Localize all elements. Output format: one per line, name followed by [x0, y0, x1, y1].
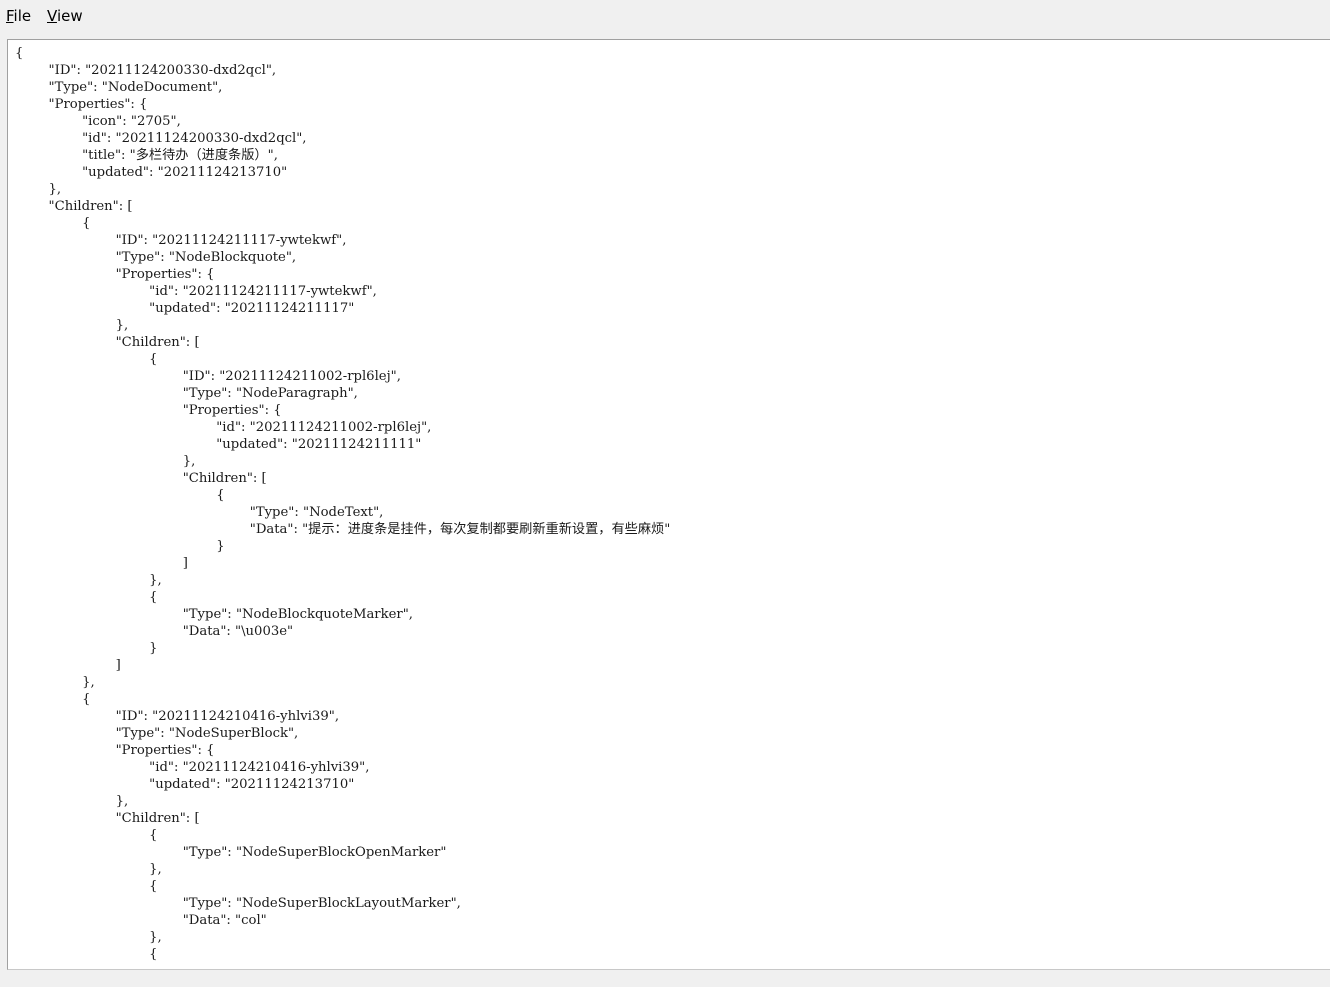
menu-file-mnemonic: F: [6, 7, 14, 25]
menu-file[interactable]: File: [4, 7, 33, 25]
text-editor[interactable]: { "ID": "20211124200330-dxd2qcl", "Type"…: [7, 39, 1330, 970]
menu-view-label: iew: [56, 7, 83, 25]
menu-file-label: ile: [13, 7, 32, 25]
menu-view[interactable]: View: [45, 7, 85, 25]
menu-view-mnemonic: V: [47, 7, 57, 25]
menu-bar: File View: [0, 0, 1330, 34]
editor-content[interactable]: { "ID": "20211124200330-dxd2qcl", "Type"…: [15, 46, 671, 962]
bottom-strip: [0, 971, 1330, 987]
